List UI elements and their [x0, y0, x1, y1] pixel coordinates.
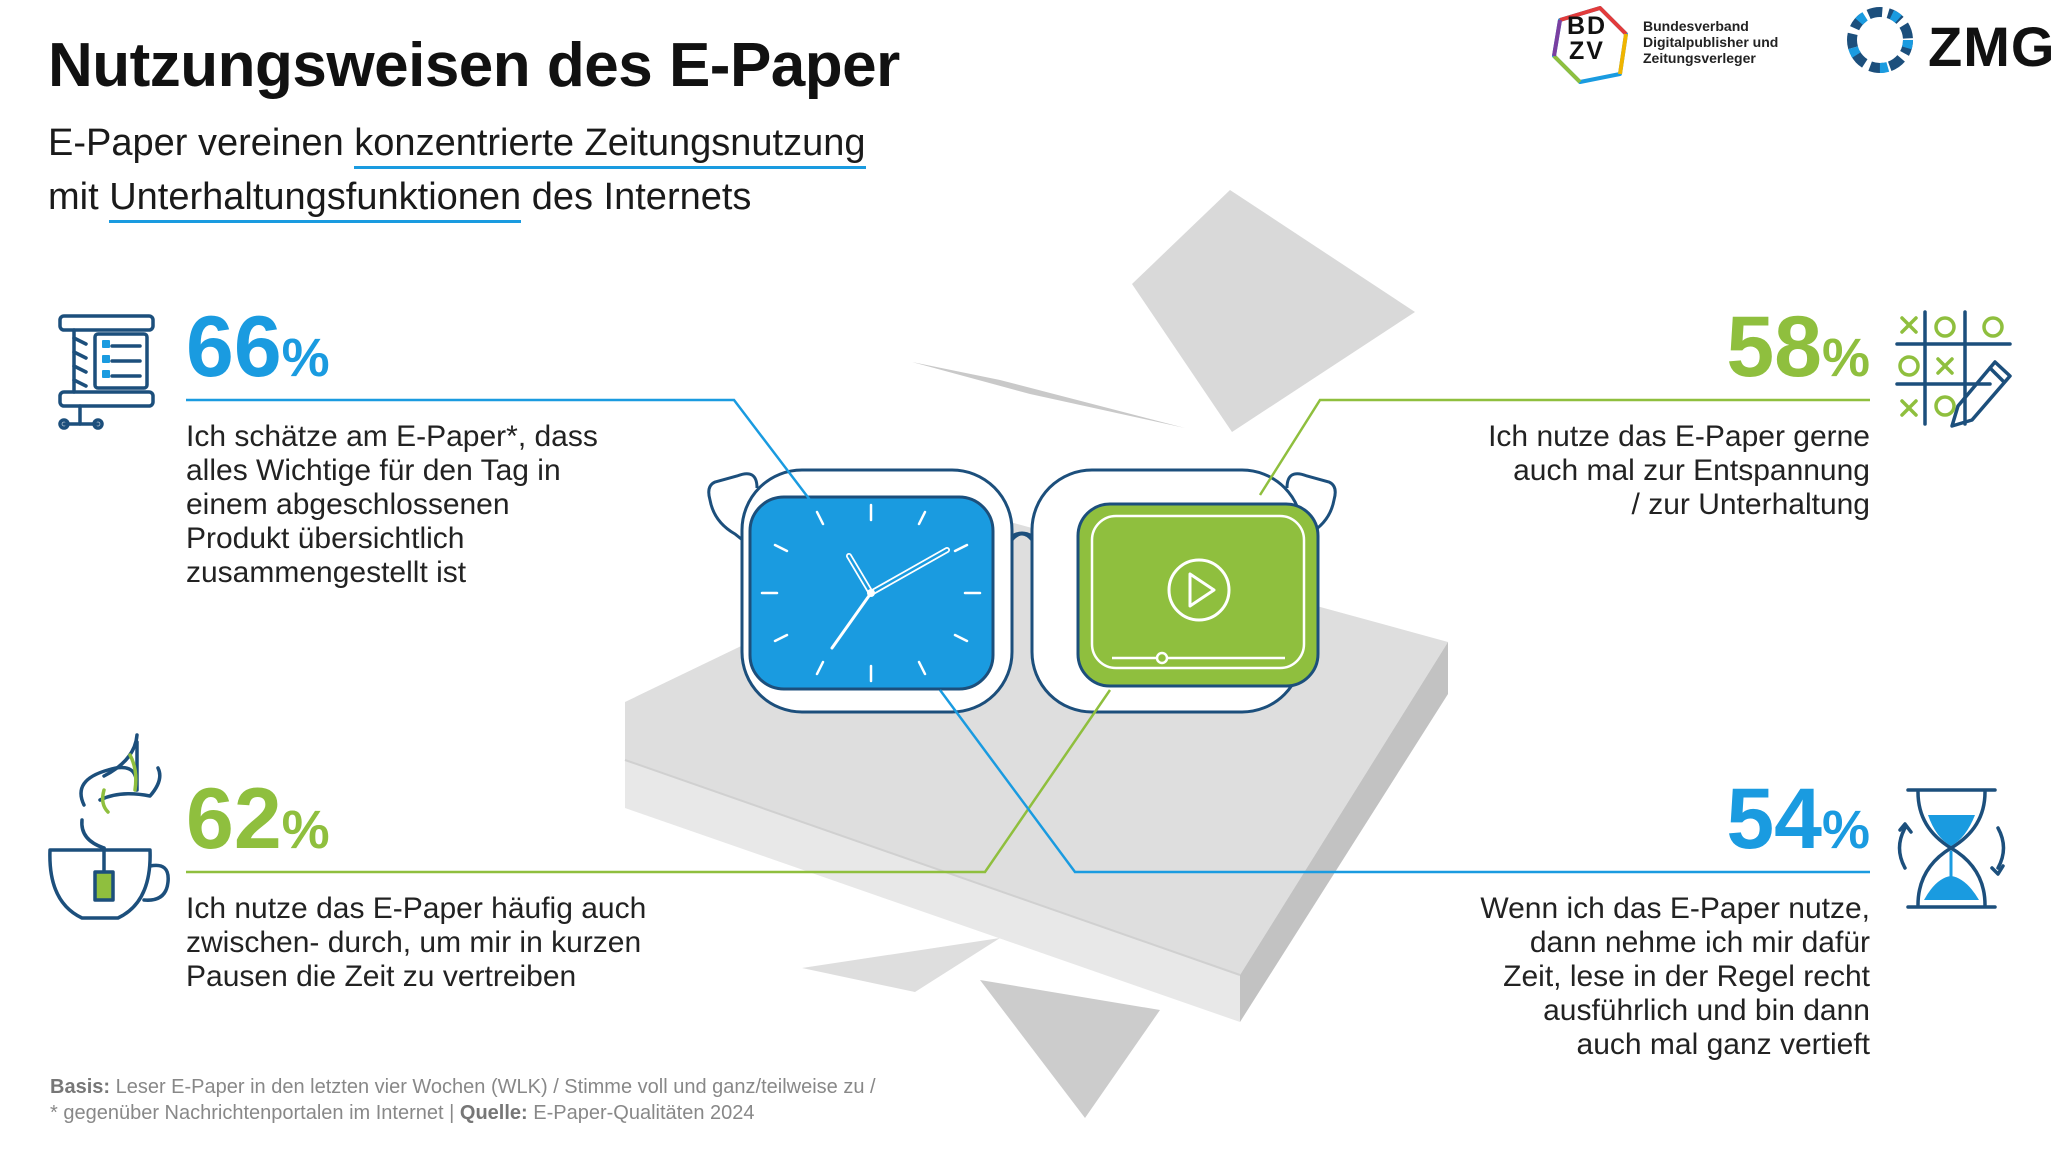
- video-player-icon: [1076, 502, 1320, 688]
- press-checklist-icon: [58, 314, 155, 430]
- tablet-front-face: [625, 702, 1240, 1022]
- hourglass-icon: [1897, 788, 2006, 909]
- subtitle-text: des Internets: [521, 176, 752, 218]
- connector-lines: [186, 398, 1870, 874]
- tablet-right-face: [1240, 642, 1448, 1022]
- footer-note: Basis: Leser E-Paper in den letzten vier…: [50, 1074, 876, 1126]
- subtitle-highlight: Unterhaltungsfunktionen: [109, 176, 522, 223]
- stat-percentage: 58%: [1726, 304, 1870, 390]
- subtitle-line-2: mit Unterhaltungsfunktionen des Internet…: [48, 176, 752, 223]
- grey-shard-top: [1132, 190, 1415, 432]
- footer-basis-line: Basis: Leser E-Paper in den letzten vier…: [50, 1074, 876, 1100]
- subtitle-highlight: konzentrierte Zeitungsnutzung: [354, 122, 866, 169]
- stat-description: Ich schätze am E-Paper*, dass alles Wich…: [186, 420, 598, 589]
- grey-shard-bottom: [980, 980, 1160, 1118]
- tea-cup-icon: [48, 733, 170, 920]
- stat-description: Ich nutze das E-Paper häufig auch zwisch…: [186, 892, 647, 993]
- footer-basis-text: Leser E-Paper in den letzten vier Wochen…: [110, 1076, 876, 1098]
- stat-unit: %: [281, 800, 330, 860]
- bdzv-logo-letters: BD ZV: [1566, 12, 1608, 65]
- subtitle-line-1: E-Paper vereinen konzentrierte Zeitungsn…: [48, 122, 866, 169]
- footer-source-line: * gegenüber Nachrichtenportalen im Inter…: [50, 1100, 876, 1126]
- page-title: Nutzungsweisen des E-Paper: [48, 31, 900, 100]
- grey-shard-bottom-left: [802, 938, 1000, 992]
- stat-description: Ich nutze das E-Paper gerne auch mal zur…: [1488, 420, 1870, 521]
- clock-icon: [748, 495, 995, 691]
- stat-unit: %: [281, 328, 330, 388]
- stat-value: 62: [186, 771, 282, 867]
- stat-unit: %: [1821, 800, 1870, 860]
- footer-line2-text: * gegenüber Nachrichtenportalen im Inter…: [50, 1102, 460, 1124]
- footer-source-text: E-Paper-Qualitäten 2024: [527, 1102, 755, 1124]
- footer-source-label: Quelle:: [459, 1102, 528, 1124]
- bdzv-logo-text: Bundesverband Digitalpublisher und Zeitu…: [1643, 18, 1779, 66]
- subtitle-text: E-Paper vereinen: [48, 122, 355, 164]
- zmg-logo-text: ZMG: [1928, 15, 2056, 78]
- stat-value: 58: [1726, 299, 1822, 395]
- stat-value: 66: [186, 299, 282, 395]
- stat-percentage: 62%: [186, 776, 330, 862]
- bdzv-logo: [1552, 6, 1628, 84]
- stat-percentage: 54%: [1726, 776, 1870, 862]
- footer-basis-label: Basis:: [50, 1076, 111, 1098]
- stat-percentage: 66%: [186, 304, 330, 390]
- stat-description: Wenn ich das E-Paper nutze, dann nehme i…: [1480, 892, 1870, 1061]
- zmg-logo-mark: [1847, 7, 1913, 73]
- grey-shard-left: [912, 362, 1185, 428]
- subtitle-text: mit: [48, 176, 110, 218]
- tic-tac-toe-icon: [1895, 310, 2012, 428]
- stat-value: 54: [1726, 771, 1822, 867]
- stat-unit: %: [1821, 328, 1870, 388]
